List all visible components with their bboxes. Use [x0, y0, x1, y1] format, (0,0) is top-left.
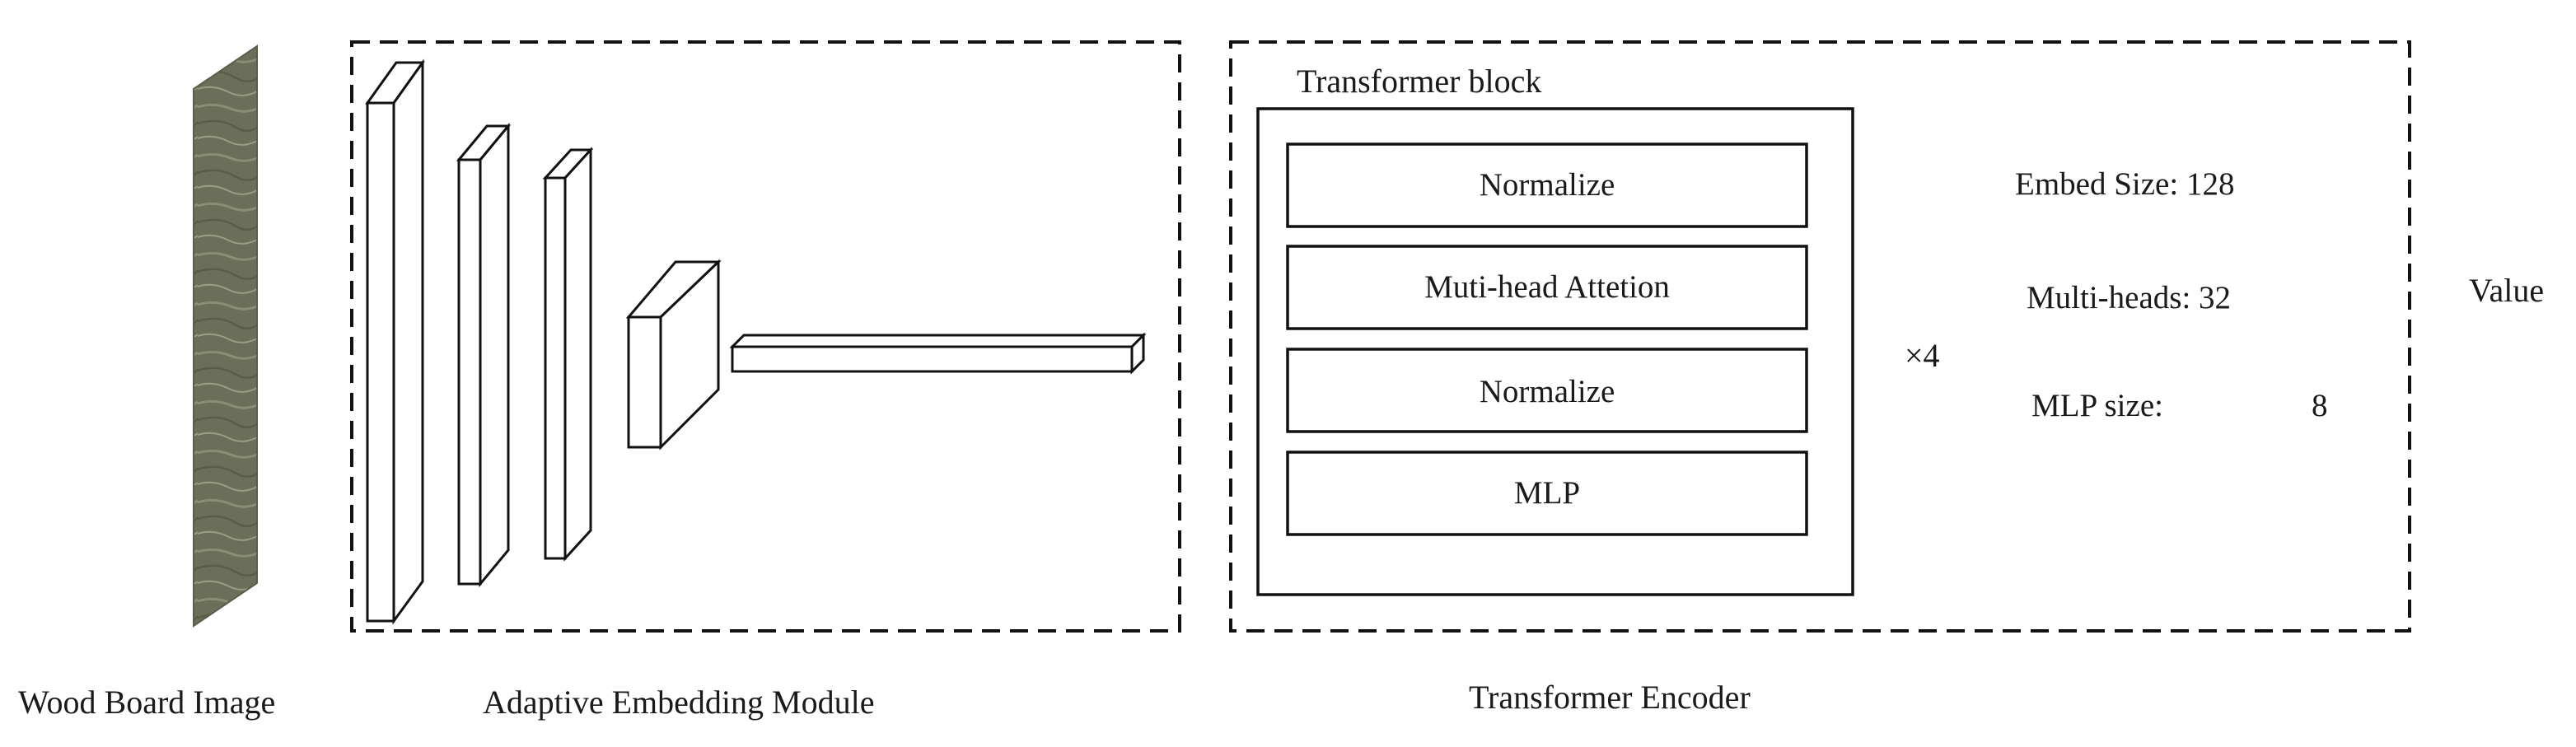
embedding-layer-3	[542, 147, 594, 562]
param-multi-heads: Multi-heads: 32	[2027, 280, 2231, 315]
caption-adaptive-embedding-module: Adaptive Embedding Module	[483, 684, 874, 721]
layer-normalize-2: Normalize	[1286, 348, 1808, 433]
svg-text:MLP: MLP	[1514, 475, 1580, 511]
svg-text:Muti-head Attetion: Muti-head Attetion	[1424, 269, 1670, 305]
param-mlp-size-label: MLP size:	[2031, 388, 2163, 423]
caption-transformer-encoder: Transformer Encoder	[1469, 679, 1751, 716]
adaptive-embedding-module-box	[350, 40, 1181, 633]
wood-board-image	[193, 44, 258, 628]
embedding-layer-1	[365, 58, 425, 625]
embedding-layer-4	[625, 259, 722, 451]
caption-wood-board-image: Wood Board Image	[18, 684, 275, 721]
svg-text:Normalize: Normalize	[1480, 167, 1615, 203]
embedding-layer-2	[456, 122, 512, 588]
transformer-encoder-box	[1229, 40, 2411, 633]
embedding-layer-5	[729, 332, 1147, 375]
param-mlp-size-value: 8	[2312, 388, 2328, 423]
layer-multi-head-attention: Muti-head Attetion	[1286, 245, 1808, 330]
layer-normalize-1: Normalize	[1286, 142, 1808, 228]
layer-mlp: MLP	[1286, 451, 1808, 536]
transformer-block-label: Transformer block	[1297, 63, 1541, 100]
repeat-count: ×4	[1905, 337, 1940, 374]
svg-text:Normalize: Normalize	[1480, 374, 1615, 409]
output-value-label: Value	[2469, 272, 2544, 309]
param-embed-size: Embed Size: 128	[2015, 166, 2234, 202]
